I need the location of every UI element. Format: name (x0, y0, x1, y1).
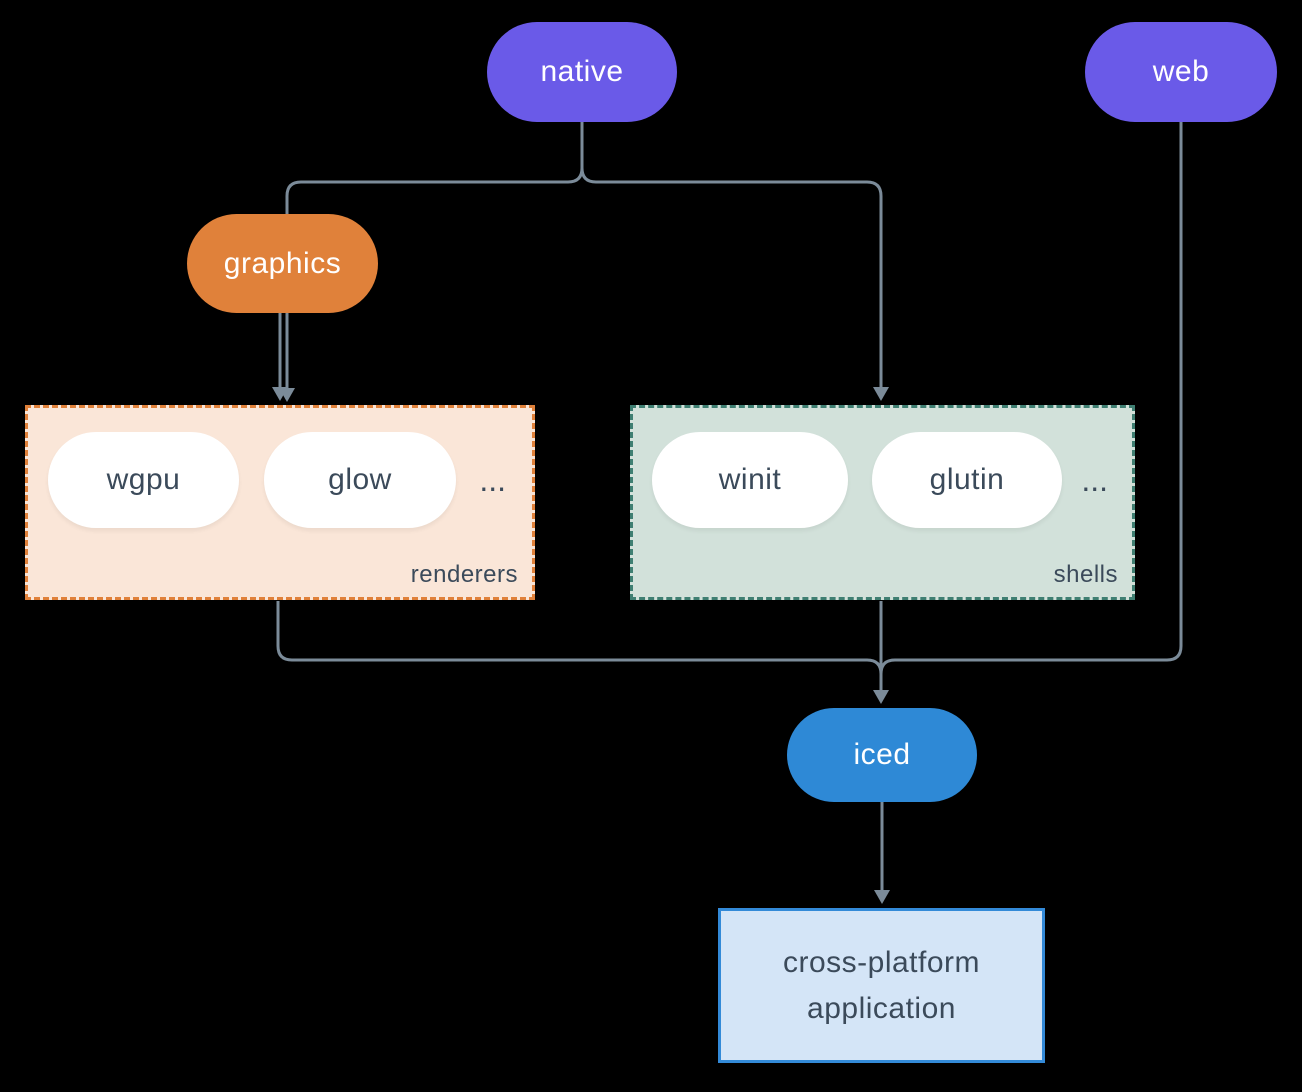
node-cross-platform-application: cross-platform application (718, 908, 1045, 1063)
node-glutin: glutin (872, 432, 1062, 528)
shells-group-label: shells (1053, 561, 1118, 588)
group-shells: winit glutin ... shells (630, 405, 1135, 600)
node-wgpu: wgpu (48, 432, 239, 528)
shells-ellipsis: ... (1081, 461, 1108, 498)
node-glow: glow (264, 432, 456, 528)
edge-native-to-shells (580, 167, 883, 388)
node-iced: iced (787, 708, 977, 802)
node-native: native (487, 22, 677, 122)
node-web: web (1085, 22, 1277, 122)
renderers-group-label: renderers (410, 561, 518, 588)
group-renderers: wgpu glow ... renderers (25, 405, 535, 600)
node-winit: winit (652, 432, 848, 528)
arrowhead-renderers (272, 387, 288, 401)
renderers-ellipsis: ... (479, 461, 506, 498)
arrowhead-iced (873, 690, 889, 704)
arrowhead-graphics (279, 388, 295, 402)
arrowhead-shells (873, 387, 889, 401)
node-graphics: graphics (187, 214, 378, 313)
edge-renderers-to-merge (276, 601, 883, 675)
arrowhead-application (874, 890, 890, 904)
